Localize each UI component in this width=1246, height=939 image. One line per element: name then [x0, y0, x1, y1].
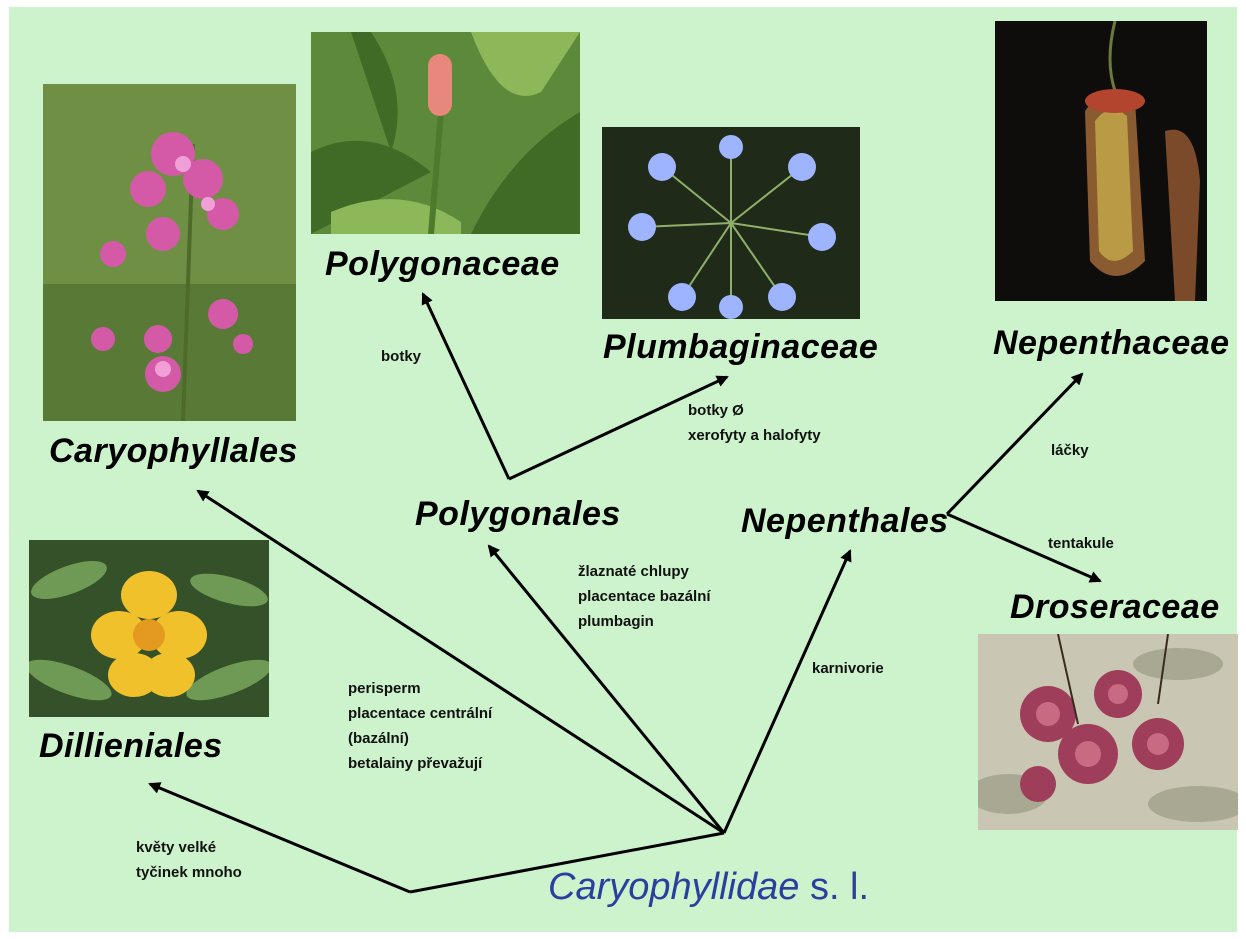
polygonaceae-label: Polygonaceae [325, 245, 560, 284]
dillieniales-photo [29, 540, 269, 717]
note-karnivorie: karnivorie [812, 656, 884, 681]
note-line: perisperm [348, 676, 492, 701]
note-botky: botky [381, 344, 421, 369]
note-line: (bazální) [348, 726, 492, 751]
nepenthales-label: Nepenthales [741, 502, 949, 541]
plumbaginaceae-label: Plumbaginaceae [603, 328, 878, 367]
diagram-title: Caryophyllidae s. l. [548, 866, 869, 909]
note-polygonales: žlaznaté chlupy placentace bazální plumb… [578, 559, 711, 634]
note-line: plumbagin [578, 609, 711, 634]
note-line: xerofyty a halofyty [688, 423, 821, 448]
caryophyllales-label: Caryophyllales [49, 432, 298, 471]
note-line: žlaznaté chlupy [578, 559, 711, 584]
note-dillieniales: květy velké tyčinek mnoho [136, 835, 242, 885]
note-line: botky Ø [688, 398, 821, 423]
nepenthaceae-label: Nepenthaceae [993, 324, 1230, 363]
droseraceae-label: Droseraceae [1010, 588, 1220, 627]
title-suffix: s. l. [810, 866, 869, 908]
note-tentakule: tentakule [1048, 531, 1114, 556]
note-line: tyčinek mnoho [136, 860, 242, 885]
droseraceae-photo [978, 634, 1238, 830]
note-lacky: láčky [1051, 438, 1089, 463]
plumbaginaceae-photo [602, 127, 860, 319]
note-plumbaginaceae: botky Ø xerofyty a halofyty [688, 398, 821, 448]
title-main: Caryophyllidae [548, 866, 799, 908]
note-line: betalainy převažují [348, 751, 492, 776]
nepenthaceae-photo [995, 21, 1207, 301]
note-line: placentace bazální [578, 584, 711, 609]
note-caryophyllales: perisperm placentace centrální (bazální)… [348, 676, 492, 776]
polygonales-label: Polygonales [415, 495, 621, 534]
dillieniales-label: Dillieniales [39, 727, 223, 766]
polygonaceae-photo [311, 32, 580, 234]
note-line: placentace centrální [348, 701, 492, 726]
note-line: květy velké [136, 835, 242, 860]
caryophyllales-photo [43, 84, 296, 421]
